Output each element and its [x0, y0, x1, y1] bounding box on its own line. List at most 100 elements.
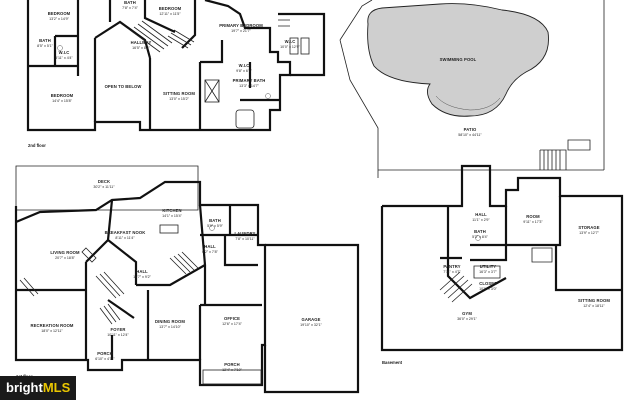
svg-text:STORAGE: STORAGE [578, 225, 599, 230]
svg-text:PORCH: PORCH [224, 362, 240, 367]
basement-outer-wall [380, 164, 624, 352]
svg-text:OFFICE: OFFICE [224, 316, 240, 321]
toilet-primary [265, 93, 271, 99]
room-label-bath-1: BATH 5'9" x 5'9" [207, 218, 223, 228]
svg-text:14'1" x 15'4": 14'1" x 15'4" [162, 214, 182, 218]
wic-rods [278, 19, 290, 27]
patio-steps [539, 149, 567, 170]
room-label-wic-right: W.I.C 10'0" x 12'9" [280, 39, 300, 49]
room-label-gym: GYM 36'0" x 29'1" [457, 311, 477, 321]
pool-area-boundary [339, 0, 605, 178]
svg-text:5'3" x 8'4": 5'3" x 8'4" [472, 235, 488, 239]
first-floor-stairs [95, 251, 199, 325]
svg-text:LAUNDRY: LAUNDRY [234, 231, 255, 236]
pool-spa-outline [435, 95, 501, 111]
basement-interior-walls [440, 196, 622, 300]
svg-text:10'9" x 3'0": 10'9" x 3'0" [479, 287, 497, 291]
svg-text:5'9" x 5'9": 5'9" x 5'9" [207, 224, 223, 228]
pool-area: SWIMMING POOL PATIO 58'10" x 44'11" [339, 0, 605, 178]
svg-text:9'8" x 6'1": 9'8" x 6'1" [236, 69, 252, 73]
svg-text:13'3" x 14'7": 13'3" x 14'7" [239, 84, 259, 88]
bathtub [235, 109, 255, 129]
room-label-bath-top: BATH 7'8" x 7'4" [122, 0, 138, 10]
svg-text:OPEN TO BELOW: OPEN TO BELOW [105, 84, 142, 89]
svg-text:HALL: HALL [475, 212, 487, 217]
svg-text:UTILITY: UTILITY [480, 264, 497, 269]
room-label-laundry: LAUNDRY 7'8" x 10'11" [234, 231, 255, 241]
svg-text:12'11" x 11'5": 12'11" x 11'5" [159, 12, 181, 16]
room-label-open-below: OPEN TO BELOW [105, 84, 142, 89]
svg-text:BATH: BATH [209, 218, 221, 223]
svg-text:5'11" x 4'4": 5'11" x 4'4" [55, 56, 73, 60]
second-floor-right-wic [278, 12, 326, 77]
svg-text:BEDROOM: BEDROOM [51, 93, 74, 98]
svg-text:13'0" x 15'2": 13'0" x 15'2" [169, 97, 189, 101]
room-label-wic-small: W.I.C 9'8" x 6'1" [236, 63, 252, 73]
swimming-pool-shape [367, 3, 549, 117]
svg-text:BATH: BATH [39, 38, 51, 43]
svg-text:BEDROOM: BEDROOM [48, 11, 71, 16]
brightmls-watermark-logo: brightMLS [0, 376, 77, 400]
watermark-suffix-text: MLS [42, 380, 71, 395]
svg-text:RECREATION ROOM: RECREATION ROOM [30, 323, 73, 328]
wic-shelf [289, 37, 299, 55]
svg-text:16'7" x 9'2": 16'7" x 9'2" [133, 275, 151, 279]
room-label-hall-b: HALL 11'1" x 2'9" [472, 212, 490, 222]
room-label-porch-a: PORCH 6'10" x 4'11" [95, 351, 115, 361]
room-label-bedroom-top: BEDROOM 12'11" x 11'5" [159, 6, 182, 16]
svg-text:W.I.C: W.I.C [59, 50, 70, 55]
room-label-swimming-pool: SWIMMING POOL [440, 57, 477, 62]
svg-text:6'2" x 7'8": 6'2" x 7'8" [202, 250, 218, 254]
svg-text:12'6" x 17'4": 12'6" x 17'4" [222, 322, 242, 326]
room-label-pantry: PANTRY 7'11" x 4'7" [443, 264, 461, 274]
svg-text:13'2" x 14'9": 13'2" x 14'9" [49, 17, 69, 21]
svg-text:BEDROOM: BEDROOM [159, 6, 182, 11]
svg-text:13'7" x 14'10": 13'7" x 14'10" [159, 325, 181, 329]
room-label-foyer: FOYER 10'11" x 12'4" [107, 327, 129, 337]
room-label-dining-room: DINING ROOM 13'7" x 14'10" [155, 319, 185, 329]
living-room-stairs [19, 277, 39, 297]
svg-text:ROOM: ROOM [526, 214, 540, 219]
svg-text:14'4" x 15'8": 14'4" x 15'8" [52, 99, 72, 103]
svg-text:HALL: HALL [204, 244, 216, 249]
svg-text:GYM: GYM [462, 311, 472, 316]
svg-text:W.I.C: W.I.C [285, 39, 296, 44]
svg-text:7'8" x 10'11": 7'8" x 10'11" [235, 237, 255, 241]
room-label-office: OFFICE 12'6" x 17'4" [222, 316, 242, 326]
first-floor-plan: DECK 30'2" x 11'11" BREAKFAST NOOK 8'11"… [14, 165, 360, 394]
basement-toilet [475, 235, 481, 241]
svg-text:BATH: BATH [124, 0, 136, 5]
room-label-recreation-room: RECREATION ROOM 18'0" x 12'11" [30, 323, 73, 333]
second-floor-label: 2nd floor [28, 143, 46, 148]
open-to-below-void [204, 79, 220, 103]
svg-text:10'11" x 12'4": 10'11" x 12'4" [107, 333, 129, 337]
svg-text:SWIMMING POOL: SWIMMING POOL [440, 57, 477, 62]
room-label-sitting-room-2: SITTING ROOM 13'0" x 15'2" [163, 91, 195, 101]
svg-text:8'5" x 5'1": 8'5" x 5'1" [37, 44, 53, 48]
svg-text:HALL: HALL [136, 269, 148, 274]
room-label-kitchen: KITCHEN 14'1" x 15'4" [162, 208, 182, 218]
basement-closets [473, 247, 553, 279]
svg-text:19'10" x 32'1": 19'10" x 32'1" [300, 323, 322, 327]
room-label-hallway: HALLWAY 16'5" x 8'5" [131, 40, 152, 50]
svg-text:CLOSET: CLOSET [479, 281, 497, 286]
room-label-breakfast-nook: BREAKFAST NOOK 8'11" x 11'4" [105, 230, 146, 240]
deck-outline [15, 165, 199, 211]
watermark-brand-text: bright [6, 380, 43, 395]
svg-text:16'5" x 8'5": 16'5" x 8'5" [132, 46, 150, 50]
basement-plan: HALL 11'1" x 2'9" ROOM 9'11" x 17'3" STO… [380, 164, 624, 365]
svg-text:6'10" x 4'11": 6'10" x 4'11" [95, 357, 115, 361]
svg-text:12'4" x 7'10": 12'4" x 7'10" [222, 368, 242, 372]
svg-text:W.I.C: W.I.C [239, 63, 250, 68]
svg-text:10'0" x 12'9": 10'0" x 12'9" [280, 45, 300, 49]
room-label-closet-b: CLOSET 10'9" x 3'0" [479, 281, 497, 291]
svg-text:30'2" x 11'11": 30'2" x 11'11" [93, 185, 115, 189]
svg-text:PRIMARY BEDROOM: PRIMARY BEDROOM [219, 23, 263, 28]
svg-text:DECK: DECK [98, 179, 110, 184]
room-label-bedroom-bl: BEDROOM 14'4" x 15'8" [51, 93, 74, 103]
second-floor-stairs [129, 20, 195, 53]
svg-text:9'11" x 17'3": 9'11" x 17'3" [523, 220, 543, 224]
svg-text:DINING ROOM: DINING ROOM [155, 319, 185, 324]
room-label-storage: STORAGE 13'9" x 12'7" [578, 225, 599, 235]
